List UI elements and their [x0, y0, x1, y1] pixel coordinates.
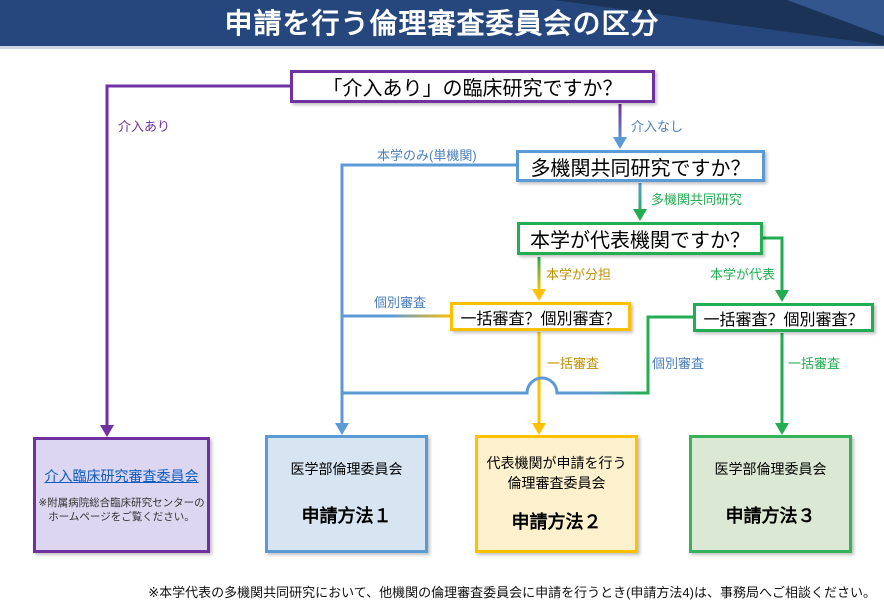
title-bar: 申請を行う倫理審査委員会の区分 — [0, 0, 884, 49]
arrowhead-green-icon — [775, 423, 789, 435]
label-joint-review-center: 一括審査 — [547, 356, 600, 371]
arrowhead-blue-icon — [335, 423, 349, 435]
label-single-institution: 本学のみ(単機関) — [377, 148, 477, 163]
method1-label: 申請方法１ — [301, 505, 392, 526]
note-line-2: ホームページをご覧ください。 — [48, 511, 195, 523]
edge-individual-review-hook — [640, 315, 693, 395]
method2-label: 申請方法２ — [511, 511, 602, 532]
result-box-intervention-committee: 介入臨床研究審査委員会 ※附属病院総合臨床研究センターの ホームページをご覧くだ… — [33, 437, 210, 553]
question-representative: 本学が代表機関ですか？ — [517, 222, 763, 255]
label-role-representative: 本学が代表 — [710, 267, 776, 282]
edge-intervention-yes — [105, 84, 291, 425]
edge-role-representative — [762, 236, 784, 291]
label-joint-review-right: 一括審査 — [788, 356, 841, 371]
arrowhead-blue-icon — [613, 137, 627, 149]
question-review-type-right: 一括審査？個別審査？ — [693, 303, 874, 332]
question-review-type-left: 一括審査？個別審査？ — [450, 302, 631, 331]
label-multi-institution: 多機関共同研究 — [651, 192, 743, 207]
method2-organization: 代表機関が申請を行う 倫理審査委員会 — [487, 454, 627, 493]
label-individual-review-center: 個別審査 — [652, 356, 705, 371]
page-title: 申請を行う倫理審査委員会の区分 — [224, 8, 660, 39]
arrowhead-yellow-icon — [532, 289, 546, 301]
arrowhead-purple-icon — [100, 425, 114, 437]
footnote: ※本学代表の多機関共同研究において、他機関の倫理審査委員会に申請を行うとき(申請… — [148, 585, 876, 600]
result-box-method2: 代表機関が申請を行う 倫理審査委員会 申請方法２ — [475, 435, 638, 553]
edge-individual-review-center — [342, 376, 642, 395]
label-intervention-yes: 介入あり — [118, 119, 171, 134]
method3-organization: 医学部倫理委員会 — [714, 461, 827, 478]
label-individual-review-left: 個別審査 — [374, 295, 427, 310]
question-intervention: 「介入あり」の臨床研究ですか？ — [290, 70, 655, 103]
result-box-method1: 医学部倫理委員会 申請方法１ — [265, 435, 428, 553]
question-multi-institution: 多機関共同研究ですか？ — [516, 150, 765, 182]
note-line-1: ※附属病院総合臨床研究センターの — [38, 496, 205, 509]
method2-org-line-1: 代表機関が申請を行う — [486, 455, 627, 472]
arrowhead-green-icon — [633, 209, 647, 221]
intervention-committee-note: ※附属病院総合臨床研究センターの ホームページをご覧ください。 — [38, 496, 204, 524]
edge-single-institution — [340, 163, 518, 423]
arrowhead-yellow-icon — [532, 423, 546, 435]
method2-org-line-2: 倫理審査委員会 — [507, 475, 606, 491]
arrowhead-green-icon — [775, 290, 789, 302]
label-intervention-no: 介入なし — [631, 119, 684, 134]
method3-label: 申請方法３ — [725, 505, 816, 526]
intervention-committee-link[interactable]: 介入臨床研究審査委員会 — [44, 467, 199, 484]
result-box-method3: 医学部倫理委員会 申請方法３ — [689, 435, 852, 553]
label-role-sharing: 本学が分担 — [546, 267, 612, 282]
method1-organization: 医学部倫理委員会 — [290, 461, 403, 478]
